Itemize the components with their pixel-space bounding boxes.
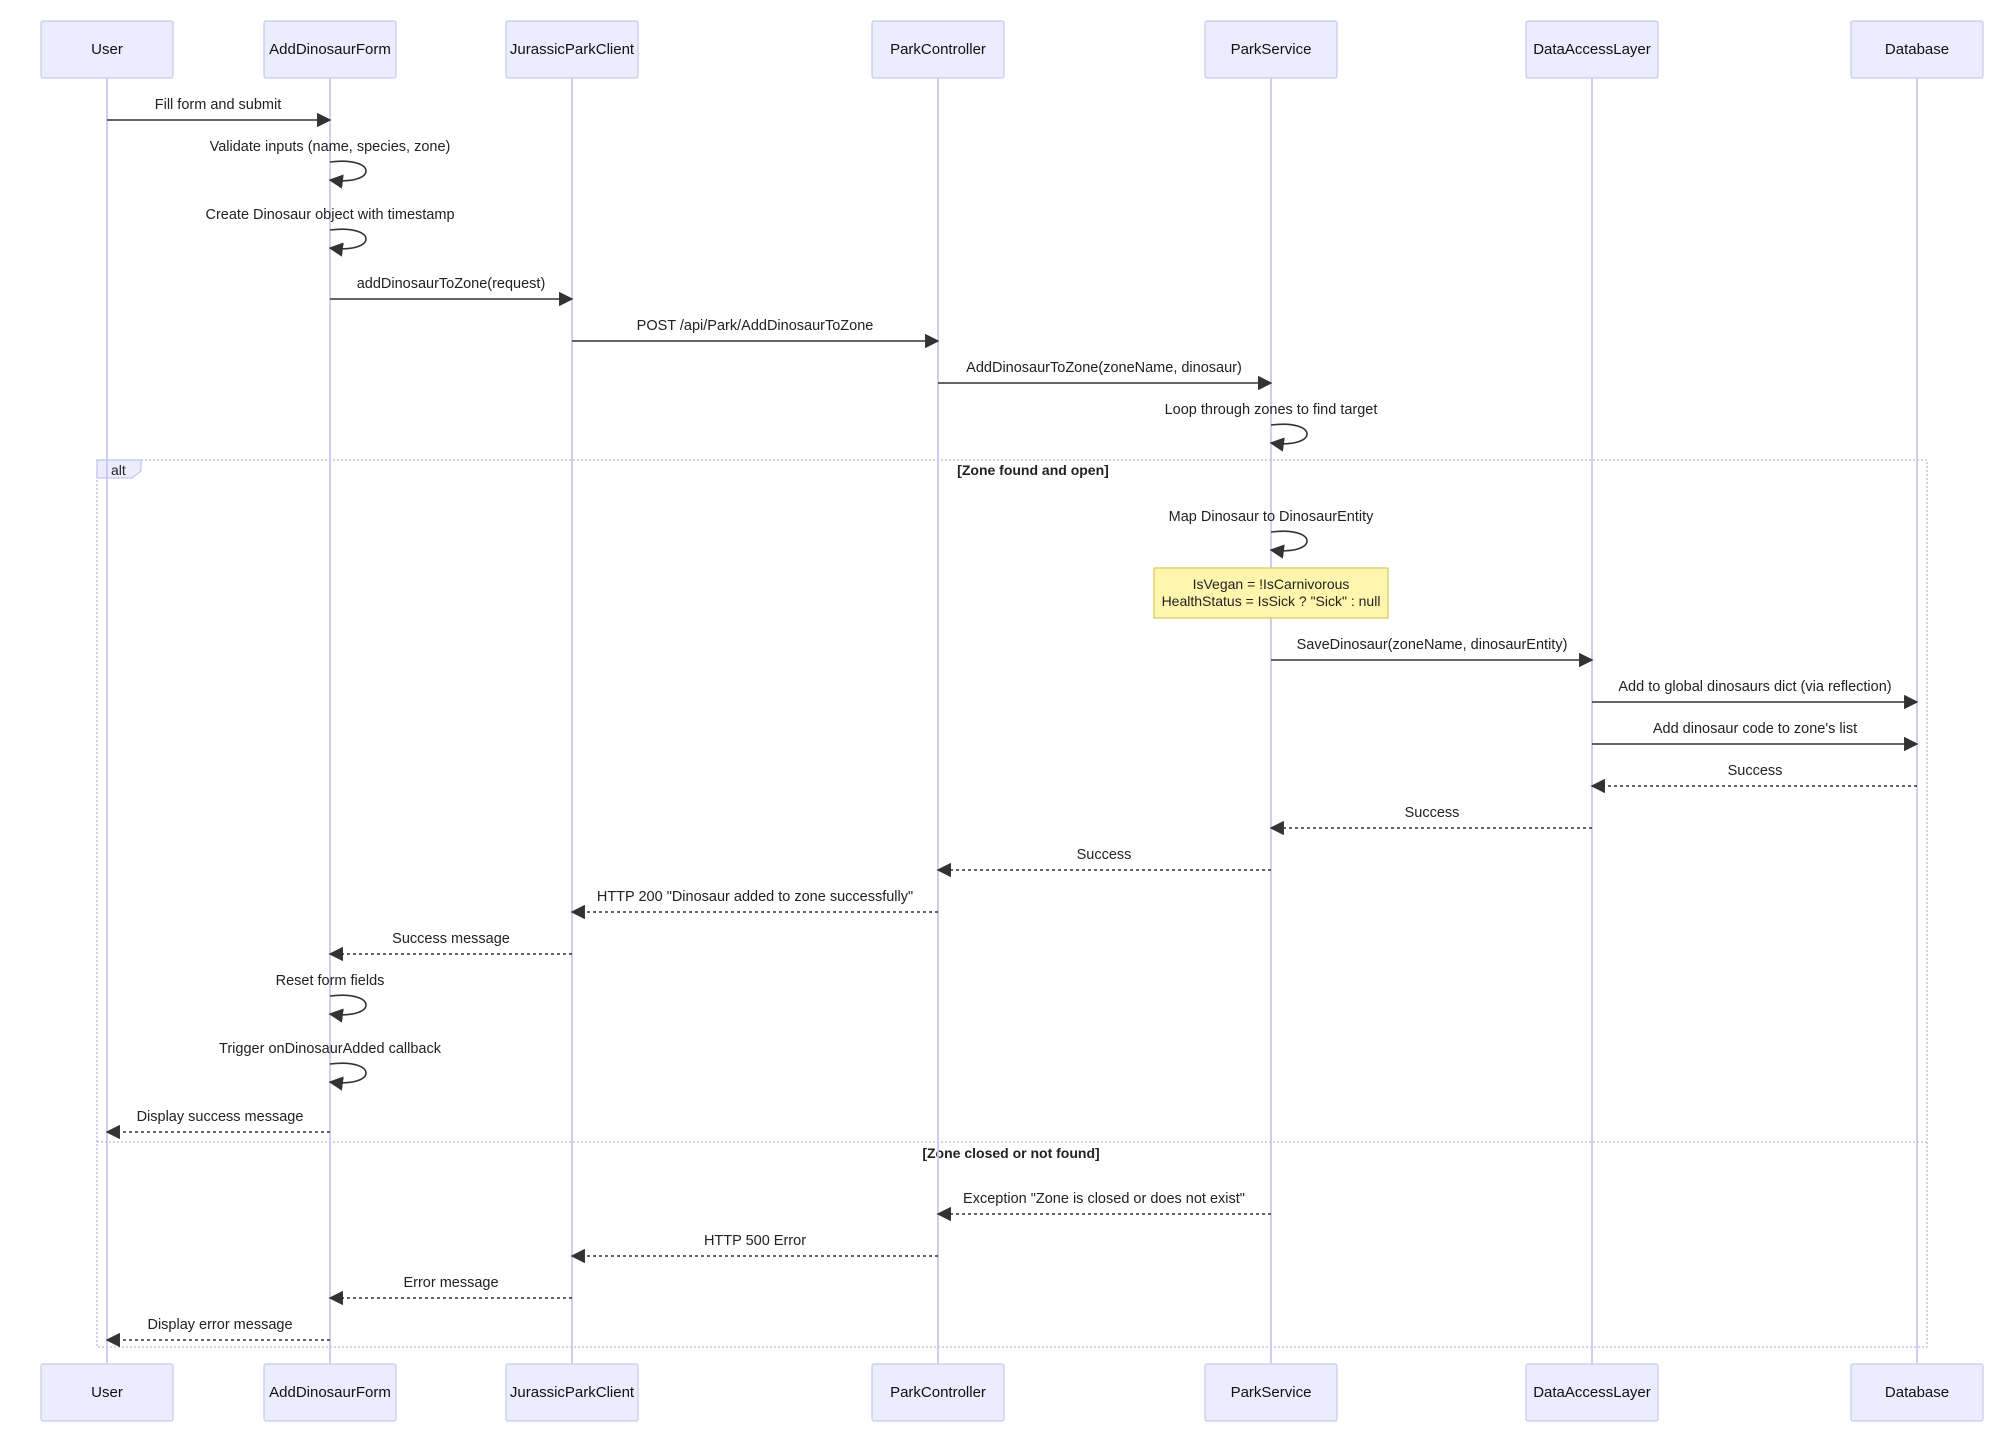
participant-add-dinosaur-form-label-bottom: AddDinosaurForm [269, 1384, 391, 1401]
alt-guard-zone-found: [Zone found and open] [957, 462, 1109, 478]
message-label-post-api: POST /api/Park/AddDinosaurToZone [637, 318, 874, 334]
alt-frame-border [96, 459, 1928, 1348]
participant-data-access-layer-label-bottom: DataAccessLayer [1533, 1384, 1651, 1401]
message-label-display-success: Display success message [137, 1109, 304, 1125]
message-loop-zones [1269, 423, 1308, 452]
alt-frame-tag [96, 459, 142, 479]
participant-data-access-layer-bottom: DataAccessLayer [1525, 1363, 1659, 1422]
participant-database-bottom: Database [1850, 1363, 1984, 1422]
message-label-save-dinosaur: SaveDinosaur(zoneName, dinosaurEntity) [1297, 637, 1568, 653]
participant-user-label: User [91, 41, 123, 58]
note-line-is-vegan: IsVegan = !IsCarnivorous [1193, 576, 1350, 592]
participants-bottom: User AddDinosaurForm JurassicParkClient … [40, 1363, 1984, 1422]
message-loop-reset-form [328, 994, 367, 1023]
messages: Fill form and submit Validate inputs (na… [105, 97, 1919, 1348]
message-label-success-dal: Success [1405, 805, 1460, 821]
participants-top: User AddDinosaurForm JurassicParkClient … [40, 20, 1984, 79]
message-label-map-dinosaur: Map Dinosaur to DinosaurEntity [1169, 509, 1374, 525]
participant-add-dinosaur-form-bottom: AddDinosaurForm [263, 1363, 397, 1422]
message-label-reset-form: Reset form fields [276, 973, 385, 989]
participant-add-dinosaur-form-label: AddDinosaurForm [269, 41, 391, 58]
participant-jurassic-park-client-top: JurassicParkClient [505, 20, 639, 79]
participant-park-controller-top: ParkController [871, 20, 1005, 79]
participant-user-bottom: User [40, 1363, 174, 1422]
participant-park-service-label: ParkService [1231, 41, 1312, 58]
message-label-exception: Exception "Zone is closed or does not ex… [963, 1191, 1245, 1207]
note-line-health-status: HealthStatus = IsSick ? "Sick" : null [1162, 593, 1381, 609]
message-label-add-zone-list: Add dinosaur code to zone's list [1653, 721, 1857, 737]
note-dinosaur-entity-mapping: IsVegan = !IsCarnivorous HealthStatus = … [1153, 567, 1389, 619]
alt-guard-zone-closed: [Zone closed or not found] [922, 1145, 1099, 1161]
message-label-http-200: HTTP 200 "Dinosaur added to zone success… [597, 889, 913, 905]
participant-data-access-layer-top: DataAccessLayer [1525, 20, 1659, 79]
message-label-error-message: Error message [403, 1275, 498, 1291]
message-label-trigger-callback: Trigger onDinosaurAdded callback [219, 1041, 442, 1057]
message-loop-validate-inputs [328, 160, 367, 189]
message-loop-trigger-callback [328, 1062, 367, 1091]
message-label-add-dinosaur-to-zone-service: AddDinosaurToZone(zoneName, dinosaur) [966, 360, 1242, 376]
participant-user-top: User [40, 20, 174, 79]
participant-jurassic-park-client-bottom: JurassicParkClient [505, 1363, 639, 1422]
participant-park-controller-label-bottom: ParkController [890, 1384, 986, 1401]
participant-jurassic-park-client-label: JurassicParkClient [510, 41, 635, 58]
alt-frame-tag-label: alt [111, 462, 126, 478]
participant-park-controller-bottom: ParkController [871, 1363, 1005, 1422]
lifelines [106, 78, 1918, 1364]
message-label-create-dinosaur: Create Dinosaur object with timestamp [205, 207, 454, 223]
message-label-display-error: Display error message [147, 1317, 292, 1333]
message-label-success-service: Success [1077, 847, 1132, 863]
message-label-success-db: Success [1728, 763, 1783, 779]
participant-data-access-layer-label: DataAccessLayer [1533, 41, 1651, 58]
participant-park-service-label-bottom: ParkService [1231, 1384, 1312, 1401]
message-label-loop-zones: Loop through zones to find target [1165, 402, 1378, 418]
message-label-add-global-dict: Add to global dinosaurs dict (via reflec… [1618, 679, 1891, 695]
participant-database-top: Database [1850, 20, 1984, 79]
message-label-validate-inputs: Validate inputs (name, species, zone) [210, 139, 451, 155]
message-loop-map-dinosaur [1269, 530, 1308, 559]
participant-park-controller-label: ParkController [890, 41, 986, 58]
message-label-success-message: Success message [392, 931, 510, 947]
participant-user-label-bottom: User [91, 1384, 123, 1401]
note-box [1153, 567, 1389, 619]
participant-database-label: Database [1885, 41, 1949, 58]
alt-frame: alt [Zone found and open] [Zone closed o… [96, 459, 1928, 1348]
participant-park-service-bottom: ParkService [1204, 1363, 1338, 1422]
participant-park-service-top: ParkService [1204, 20, 1338, 79]
message-label-add-dinosaur-to-zone-request: addDinosaurToZone(request) [357, 276, 546, 292]
message-loop-create-dinosaur [328, 228, 367, 257]
message-label-http-500: HTTP 500 Error [704, 1233, 806, 1249]
participant-jurassic-park-client-label-bottom: JurassicParkClient [510, 1384, 635, 1401]
message-label-fill-form: Fill form and submit [155, 97, 282, 113]
participant-add-dinosaur-form-top: AddDinosaurForm [263, 20, 397, 79]
participant-database-label-bottom: Database [1885, 1384, 1949, 1401]
